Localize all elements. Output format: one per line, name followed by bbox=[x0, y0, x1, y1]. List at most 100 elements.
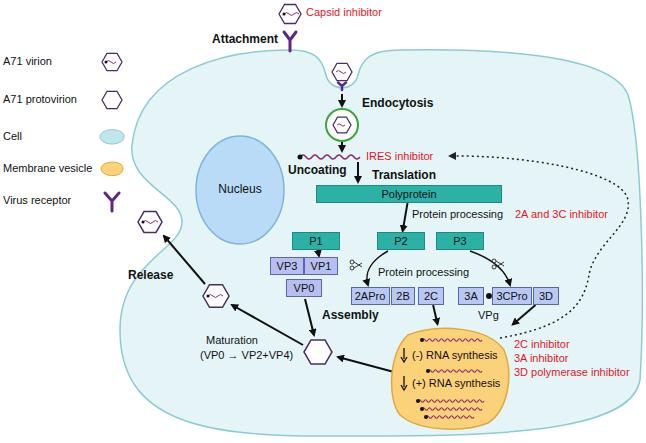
mature-virion bbox=[203, 285, 229, 308]
legend-vpg bbox=[105, 61, 108, 64]
legend-receptor-icon bbox=[105, 193, 119, 211]
step-label: Assembly bbox=[322, 308, 379, 322]
receptor bbox=[284, 32, 296, 51]
process-label: Protein processing bbox=[378, 266, 469, 279]
inhibitor-label: Capsid inhibitor bbox=[306, 6, 382, 19]
synthesis-arrow bbox=[401, 348, 407, 362]
uncoating-arrow bbox=[341, 142, 343, 151]
legend-text: Cell bbox=[3, 130, 22, 143]
membrane-vesicle: (-) RNA synthesis (+) RNA synthesis bbox=[388, 325, 512, 431]
inhibitor-label: 2C inhibitor bbox=[514, 338, 570, 351]
rna-strand bbox=[428, 370, 482, 373]
legend-text: Virus receptor bbox=[3, 194, 71, 207]
protein-box: 2C bbox=[418, 287, 444, 305]
vpg-dot bbox=[424, 415, 428, 419]
step-label: Maturation bbox=[206, 334, 258, 347]
vpg bbox=[298, 155, 303, 160]
rna bbox=[337, 124, 345, 127]
node-text: P2 bbox=[394, 235, 407, 247]
node-text: 2APro bbox=[355, 290, 386, 302]
region-box: P3 bbox=[436, 232, 484, 250]
legend-cell-icon bbox=[100, 130, 124, 144]
protein-box: 3CPro bbox=[492, 287, 532, 305]
flow-arrow bbox=[318, 250, 319, 256]
vpg-dot bbox=[426, 369, 430, 373]
node-text: VP1 bbox=[311, 260, 332, 272]
vesicle-shape bbox=[392, 328, 509, 429]
step-label: Endocytosis bbox=[362, 96, 433, 110]
node-text: VP0 bbox=[294, 282, 315, 294]
step-label: Attachment bbox=[212, 32, 278, 46]
protein-box: 3D bbox=[533, 287, 559, 305]
cell-body bbox=[120, 50, 642, 436]
node-text: Polyprotein bbox=[381, 188, 436, 200]
receptor bbox=[338, 83, 346, 91]
protein-box: 3A bbox=[458, 287, 484, 305]
vpg-dot bbox=[420, 338, 424, 342]
endosome bbox=[326, 109, 358, 141]
rna bbox=[208, 295, 223, 298]
region-box: P1 bbox=[292, 232, 340, 250]
step-label: Translation bbox=[372, 168, 436, 182]
inhibitor-label: IRES inhibitor bbox=[366, 150, 433, 163]
inhibitor-label: 2A and 3C inhibitor bbox=[515, 208, 608, 221]
rna bbox=[284, 13, 299, 16]
node-text: 3A bbox=[464, 290, 477, 302]
vesicle-to-protovirion-arrow bbox=[338, 357, 394, 372]
inhibitor-label: 3A inhibitor bbox=[514, 352, 568, 365]
capsid-protein-box: VP1 bbox=[304, 257, 338, 275]
node-text: 2B bbox=[396, 290, 409, 302]
node-text: (-) RNA synthesis bbox=[412, 349, 498, 361]
rna-strand bbox=[418, 400, 484, 403]
rna bbox=[336, 71, 346, 74]
vpg-dot bbox=[420, 407, 424, 411]
region-box: P2 bbox=[377, 232, 425, 250]
flow-arrow bbox=[433, 305, 437, 324]
step-label: Release bbox=[128, 268, 173, 282]
assembly-arrow bbox=[305, 299, 314, 335]
rna-strand bbox=[426, 416, 474, 419]
translation-arrow bbox=[357, 162, 359, 182]
flow-arrow bbox=[403, 203, 408, 231]
node-text: P3 bbox=[453, 235, 466, 247]
endocytosis-arrow bbox=[341, 94, 343, 106]
viral-rna bbox=[300, 155, 360, 159]
node-text: 2C bbox=[424, 290, 438, 302]
protein-label: VPg bbox=[478, 309, 499, 322]
protein-box: 2APro bbox=[351, 287, 390, 305]
node-text: 3CPro bbox=[496, 290, 527, 302]
vpg-dot bbox=[416, 399, 420, 403]
inhibitor-label: 3D polymerase inhibitor bbox=[514, 366, 630, 379]
capsid-protein-box: VP0 bbox=[286, 279, 322, 297]
virion bbox=[279, 5, 301, 24]
synthesis-arrow bbox=[401, 376, 407, 390]
vpg bbox=[142, 221, 145, 224]
legend-vesicle-icon bbox=[101, 162, 123, 176]
node-text: P1 bbox=[309, 235, 322, 247]
node-text: Nucleus bbox=[218, 183, 261, 196]
virion bbox=[332, 63, 352, 80]
protovirion bbox=[304, 340, 332, 364]
node-text: VP3 bbox=[277, 260, 298, 272]
polyprotein-box: Polyprotein bbox=[316, 185, 502, 203]
node-text: (+) RNA synthesis bbox=[412, 377, 500, 389]
protein-box: 2B bbox=[391, 287, 415, 305]
legend-text: A71 protovirion bbox=[3, 93, 77, 106]
virion bbox=[333, 117, 351, 133]
step-label: Uncoating bbox=[288, 163, 347, 177]
released-virion bbox=[138, 212, 162, 233]
legend-protovirion-icon bbox=[102, 91, 122, 108]
processing-arrow bbox=[470, 251, 510, 285]
flow-arrow bbox=[513, 305, 536, 324]
nucleus-shape bbox=[196, 136, 284, 244]
process-label: Protein processing bbox=[412, 208, 503, 221]
legend-text: A71 virion bbox=[3, 55, 52, 68]
process-label: (VP0 → VP2+VP4) bbox=[200, 349, 293, 362]
node-text: 3D bbox=[539, 290, 553, 302]
legend-virion-icon bbox=[102, 53, 122, 70]
legend-text: Membrane vesicle bbox=[3, 162, 92, 175]
capsid-protein-box: VP3 bbox=[270, 257, 304, 275]
vpg bbox=[207, 295, 210, 298]
rna-strand bbox=[422, 408, 482, 411]
rna-strand bbox=[422, 339, 482, 342]
